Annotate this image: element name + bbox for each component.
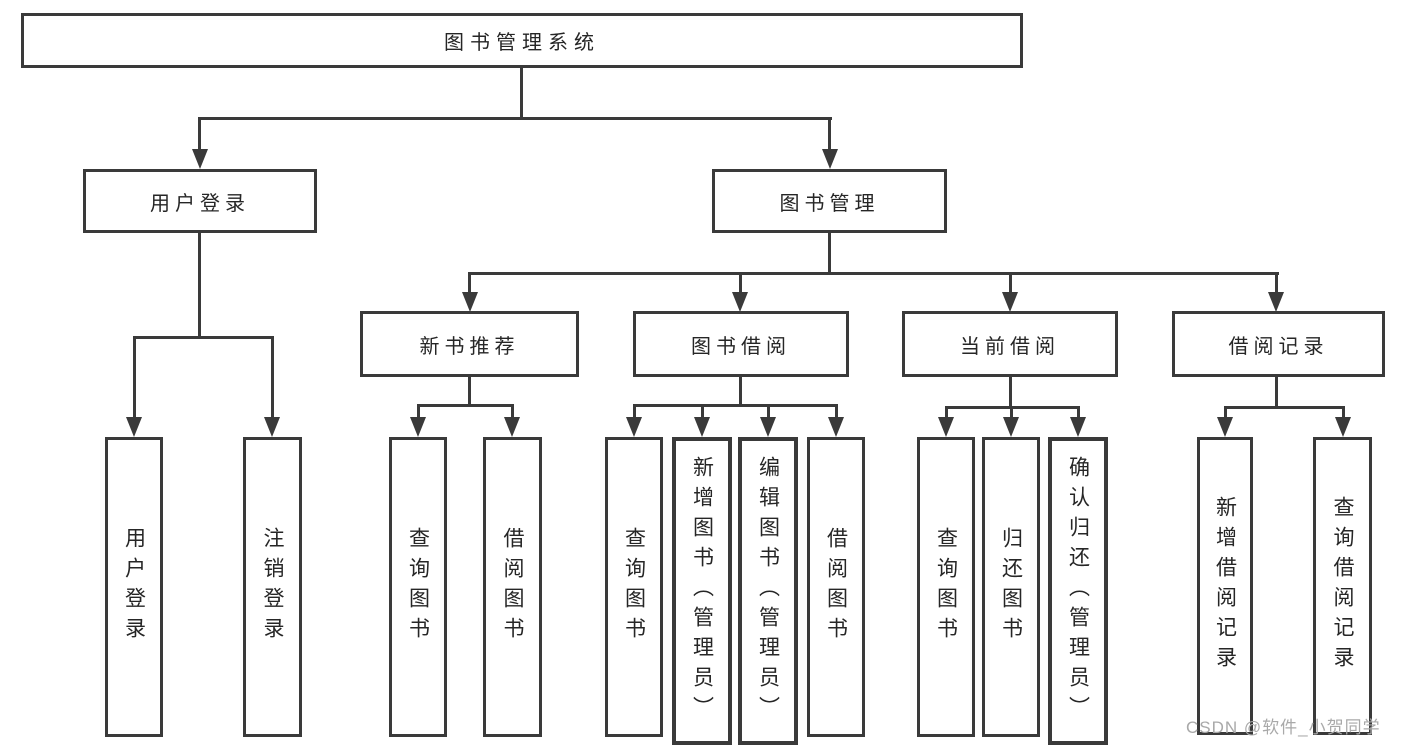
connector-line	[633, 404, 837, 407]
arrowhead	[264, 417, 280, 437]
node-new-book-recommend: 新书推荐	[360, 311, 579, 377]
connector-line	[198, 117, 201, 153]
node-current-borrow-label: 当前借阅	[960, 335, 1060, 358]
arrowhead	[626, 417, 642, 437]
connector-line	[767, 404, 770, 420]
arrowhead	[462, 292, 478, 312]
watermark: CSDN @软件_小贺同学	[1186, 718, 1381, 737]
arrowhead	[1003, 417, 1019, 437]
node-current-borrow: 当前借阅	[902, 311, 1118, 377]
arrowhead	[828, 417, 844, 437]
node-root: 图书管理系统	[21, 13, 1023, 68]
connector-line	[1077, 406, 1080, 420]
leaf-bb-query-books-label: 查询图书	[622, 527, 646, 647]
connector-line	[945, 406, 948, 420]
leaf-cb-return-books: 归还图书	[982, 437, 1040, 737]
leaf-bb-edit-books-admin-label: 编辑图书（管理员）	[756, 456, 780, 726]
leaf-bb-add-books-admin: 新增图书（管理员）	[672, 437, 732, 745]
connector-line	[520, 68, 523, 118]
connector-line	[271, 336, 274, 420]
leaf-bb-borrow-books-label: 借阅图书	[824, 527, 848, 647]
connector-line	[468, 272, 1279, 275]
leaf-user-login: 用户登录	[105, 437, 163, 737]
arrowhead	[1268, 292, 1284, 312]
leaf-logout: 注销登录	[243, 437, 302, 737]
leaf-cb-query-books-label: 查询图书	[934, 527, 958, 647]
connector-line	[198, 233, 201, 337]
connector-line	[1342, 406, 1345, 420]
connector-line	[835, 404, 838, 420]
connector-line	[133, 336, 136, 420]
connector-line	[1224, 406, 1345, 409]
leaf-br-add-record: 新增借阅记录	[1197, 437, 1253, 735]
arrowhead	[410, 417, 426, 437]
arrowhead	[694, 417, 710, 437]
node-new-book-recommend-label: 新书推荐	[419, 335, 520, 358]
connector-line	[417, 404, 420, 420]
connector-line	[1009, 377, 1012, 408]
arrowhead	[192, 149, 208, 169]
node-book-management: 图书管理	[712, 169, 947, 233]
leaf-user-login-label: 用户登录	[122, 527, 146, 647]
leaf-nb-query-books-label: 查询图书	[406, 527, 430, 647]
leaf-nb-query-books: 查询图书	[389, 437, 447, 737]
leaf-logout-label: 注销登录	[261, 527, 284, 647]
node-book-borrow-label: 图书借阅	[691, 335, 791, 358]
connector-line	[828, 233, 831, 274]
node-user-login: 用户登录	[83, 169, 317, 233]
connector-line	[633, 404, 636, 420]
connector-line	[468, 377, 471, 406]
connector-line	[701, 404, 704, 420]
node-user-login-label: 用户登录	[150, 192, 250, 215]
leaf-nb-borrow-books-label: 借阅图书	[501, 527, 524, 647]
node-book-management-label: 图书管理	[779, 192, 880, 215]
connector-line	[1009, 272, 1012, 294]
connector-line	[511, 404, 514, 420]
arrowhead	[822, 149, 838, 169]
leaf-cb-return-books-label: 归还图书	[999, 527, 1023, 647]
arrowhead	[1070, 417, 1086, 437]
node-root-label: 图书管理系统	[444, 32, 600, 54]
leaf-br-query-record-label: 查询借阅记录	[1331, 496, 1354, 676]
connector-line	[417, 404, 514, 407]
leaf-br-add-record-label: 新增借阅记录	[1213, 496, 1237, 676]
leaf-cb-confirm-return-admin: 确认归还（管理员）	[1048, 437, 1108, 745]
leaf-bb-borrow-books: 借阅图书	[807, 437, 865, 737]
connector-line	[198, 117, 832, 120]
connector-line	[468, 272, 471, 294]
connector-line	[1275, 377, 1278, 408]
node-book-borrow: 图书借阅	[633, 311, 849, 377]
connector-line	[828, 117, 831, 153]
arrowhead	[1217, 417, 1233, 437]
leaf-bb-edit-books-admin: 编辑图书（管理员）	[738, 437, 798, 745]
arrowhead	[760, 417, 776, 437]
connector-line	[739, 377, 742, 406]
node-borrow-records: 借阅记录	[1172, 311, 1385, 377]
leaf-bb-query-books: 查询图书	[605, 437, 663, 737]
arrowhead	[1335, 417, 1351, 437]
leaf-cb-query-books: 查询图书	[917, 437, 975, 737]
leaf-br-query-record: 查询借阅记录	[1313, 437, 1372, 735]
leaf-cb-confirm-return-admin-label: 确认归还（管理员）	[1066, 456, 1090, 726]
connector-line	[739, 272, 742, 294]
node-borrow-records-label: 借阅记录	[1228, 335, 1329, 358]
arrowhead	[126, 417, 142, 437]
arrowhead	[732, 292, 748, 312]
connector-line	[1275, 272, 1278, 294]
connector-line	[1224, 406, 1227, 420]
connector-line	[1010, 406, 1013, 420]
arrowhead	[504, 417, 520, 437]
connector-line	[133, 336, 274, 339]
leaf-nb-borrow-books: 借阅图书	[483, 437, 542, 737]
leaf-bb-add-books-admin-label: 新增图书（管理员）	[690, 456, 714, 726]
arrowhead	[938, 417, 954, 437]
arrowhead	[1002, 292, 1018, 312]
